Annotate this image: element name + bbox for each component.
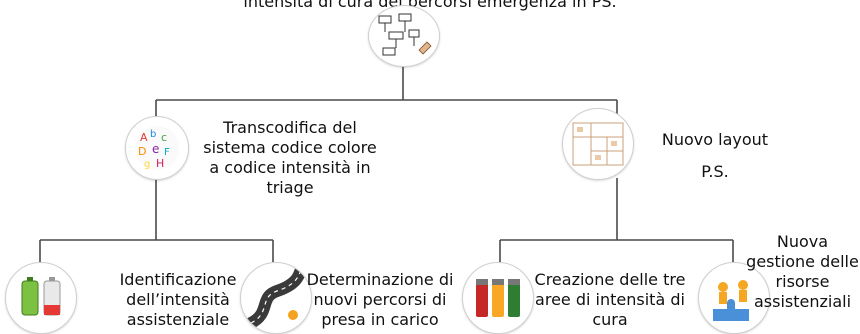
level1-label-transcodifica: Transcodifica del sistema codice colore … (203, 118, 377, 197)
level2-label-percorsi: Determinazione di nuovi percorsi di pres… (306, 270, 454, 329)
floor-plan-icon (572, 122, 624, 166)
level2-node-percorsi (240, 262, 312, 334)
flowchart-drawing-icon (378, 13, 432, 56)
level2-node-identificazione (5, 262, 77, 334)
level1-node-layout (562, 108, 634, 180)
diagram-title: intensità di cura dei percorsi emergenza… (243, 0, 617, 11)
winding-road-icon (245, 263, 307, 329)
svg-text:D: D (138, 145, 146, 158)
svg-text:F: F (164, 147, 170, 158)
level1-label-layout-line2: P.S. (701, 162, 729, 181)
level1-label-layout: Nuovo layout (661, 130, 769, 149)
level1-node-transcodifica: A b c D e F g H (125, 116, 189, 180)
colored-batteries-icon (476, 279, 520, 317)
puzzle-people-icon (713, 280, 749, 321)
level2-label-aree: Creazione delle tre aree di intensità di… (534, 270, 686, 329)
battery-levels-icon (21, 277, 61, 316)
svg-text:H: H (156, 157, 164, 170)
svg-text:b: b (150, 129, 156, 140)
level2-label-risorse: Nuova gestione delle risorse assistenzia… (746, 232, 859, 311)
svg-text:e: e (152, 142, 159, 156)
svg-text:A: A (140, 131, 148, 144)
level2-node-risorse (698, 262, 770, 334)
level2-node-aree (462, 262, 534, 334)
colorful-letters-icon: A b c D e F g H (135, 126, 179, 170)
root-node (368, 5, 440, 67)
svg-text:c: c (161, 131, 167, 144)
level2-label-identificazione: Identificazione dell’intensità assistenz… (119, 270, 237, 329)
svg-text:g: g (144, 159, 150, 170)
